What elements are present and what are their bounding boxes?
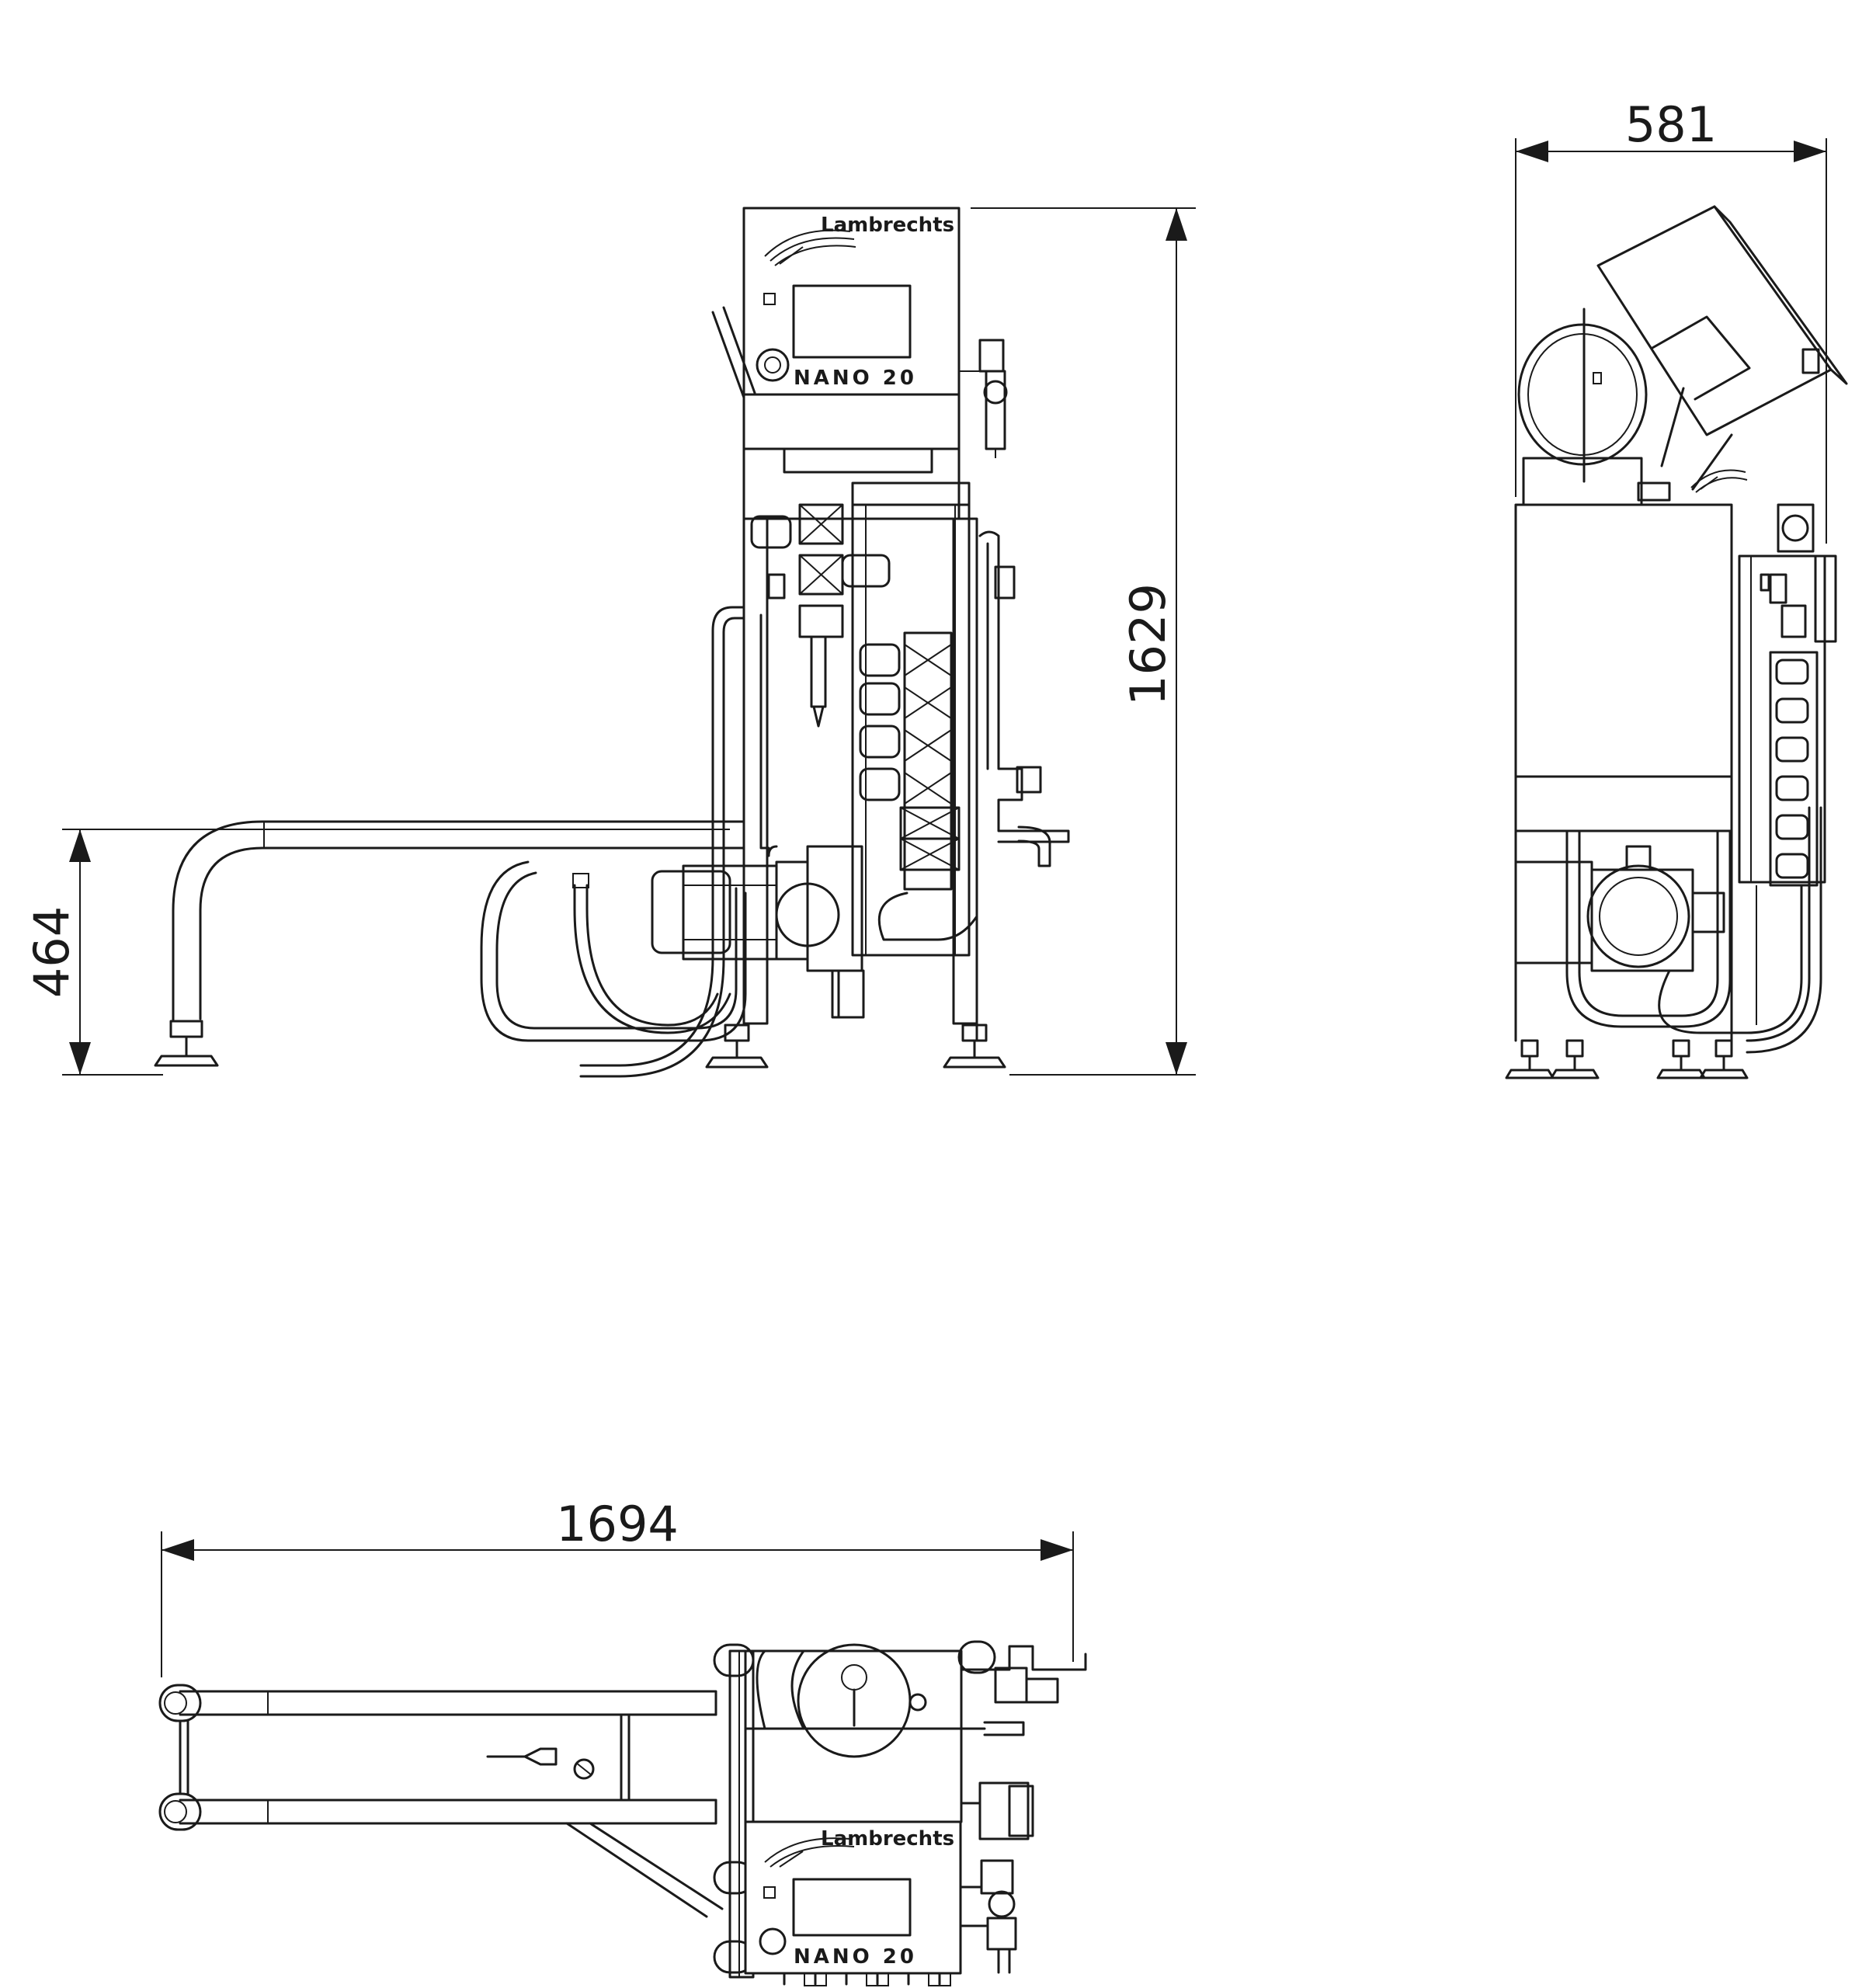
top-control-screen (792, 1878, 912, 1937)
side-logo (1690, 469, 1748, 493)
valve-stack-left (750, 503, 891, 728)
side-view (1505, 205, 1848, 1079)
dim-label-581: 581 (1625, 96, 1717, 153)
top-valve-stubs (783, 1972, 951, 1986)
control-screen (792, 284, 912, 359)
dim-label-1629: 1629 (1120, 583, 1176, 706)
dimension-581: 581 (1515, 96, 1827, 544)
dim-label-464: 464 (23, 906, 80, 998)
front-frame-arm (154, 820, 745, 1067)
dimension-464: 464 (23, 829, 730, 1076)
top-logo (764, 1837, 855, 1868)
top-frame-rails (158, 1684, 724, 1918)
dimension-1694: 1694 (161, 1496, 1074, 1677)
top-right-fittings (960, 1645, 1087, 1974)
top-view: Lambrechts NANO 20 (158, 1640, 1087, 1986)
power-switch (763, 293, 776, 305)
pump-motor (651, 845, 865, 1019)
brand-logo (764, 229, 856, 266)
dimension-1629: 1629 (971, 207, 1196, 1076)
top-brand-label: Lambrechts (821, 1827, 954, 1851)
side-pump (1514, 845, 1725, 972)
model-label: NANO 20 (794, 367, 917, 390)
top-model-label: NANO 20 (794, 1945, 917, 1969)
side-valve-manifold (1738, 503, 1837, 1025)
front-feet (705, 1024, 1006, 1069)
brand-label: Lambrechts (821, 214, 954, 237)
side-feet (1505, 1039, 1749, 1079)
control-knob (756, 348, 790, 382)
valve-stack-right (859, 631, 961, 891)
dim-label-1694: 1694 (556, 1496, 679, 1552)
front-view: Lambrechts NANO 20 (154, 207, 1070, 1078)
